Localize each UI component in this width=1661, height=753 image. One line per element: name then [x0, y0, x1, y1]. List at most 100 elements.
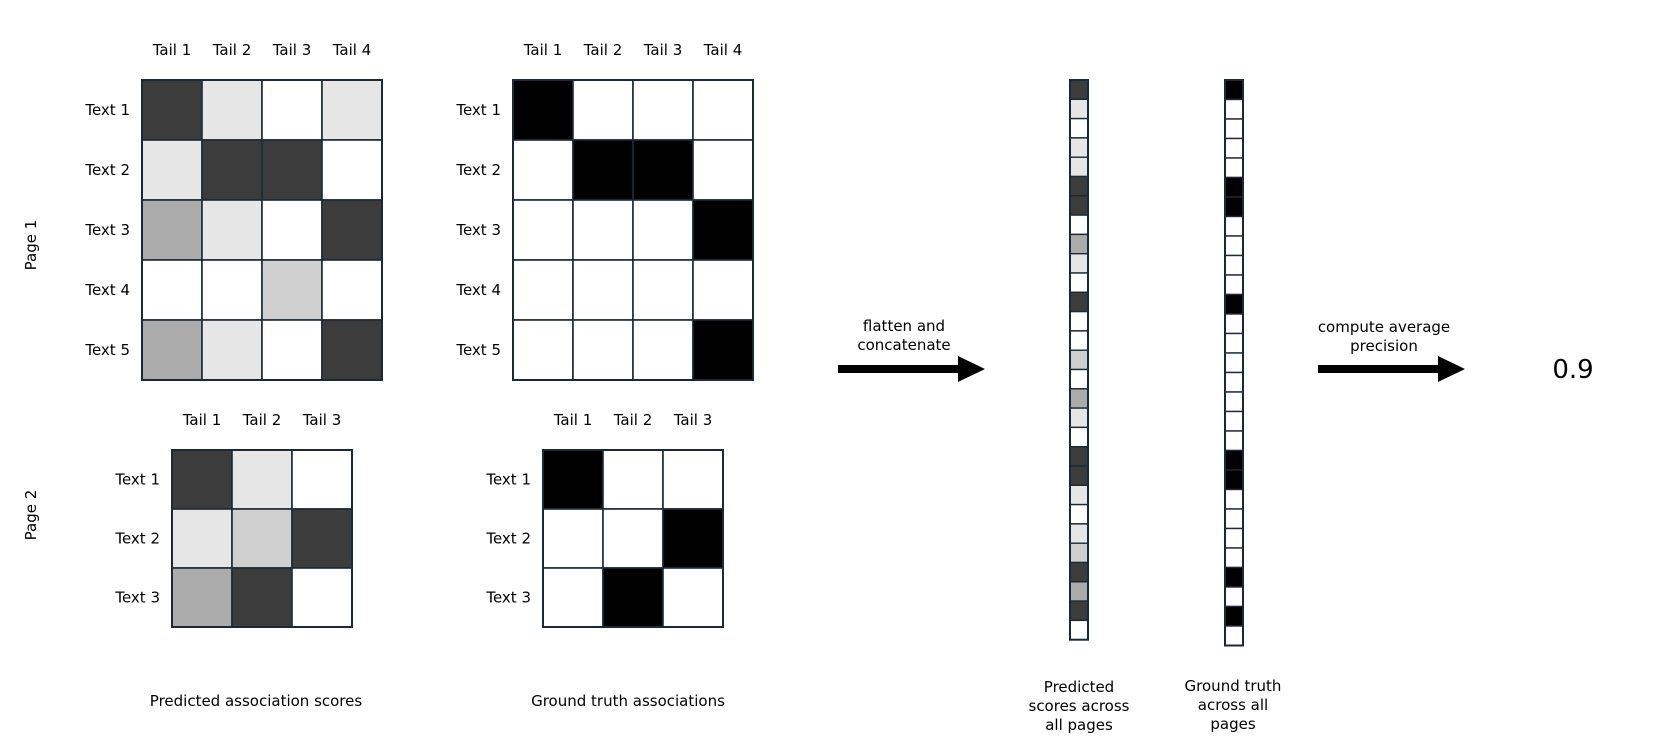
truth-vector-cell [1224, 508, 1244, 530]
flatten-arrow [838, 356, 985, 382]
truth-vector-cell [1224, 137, 1244, 159]
predicted-vector-cell [1069, 330, 1089, 351]
truth-vector-cell [1224, 176, 1244, 198]
predicted-vector-cell [1069, 310, 1089, 332]
predicted-scores-caption: Predicted association scores [150, 692, 363, 710]
p2-score-col-header: Tail 2 [242, 411, 282, 429]
p2-truth-cell [602, 508, 664, 569]
p1-truth-cell [632, 79, 694, 141]
p2-truth-cell [542, 567, 604, 628]
p1-score-cell [321, 79, 383, 141]
p2-truth-cell [602, 449, 664, 510]
predicted-vector-cell [1069, 137, 1089, 158]
p1-score-cell [261, 259, 323, 321]
predicted-vector-cell [1069, 581, 1089, 602]
p2-truth-row-header: Text 3 [485, 589, 531, 607]
truth-vector-cell [1224, 488, 1244, 510]
truth-vector-cell [1224, 391, 1244, 413]
predicted-vector-cell [1069, 542, 1089, 564]
ground-truth-vector [1224, 79, 1244, 647]
p1-score-cell [201, 139, 263, 201]
predicted-vector-cell [1069, 426, 1089, 448]
truth-vector-cell [1224, 566, 1244, 588]
flatten-caption-line-2: concatenate [857, 336, 950, 354]
predicted-vector-cell [1069, 349, 1089, 371]
truth-vector-cell [1224, 430, 1244, 452]
ground-truth-caption: Ground truth associations [531, 692, 725, 710]
predicted-vector-cell [1069, 484, 1089, 506]
p1-truth-cell [572, 319, 634, 381]
p1-truth-row-header: Text 3 [455, 221, 501, 239]
truth-vector-cell [1224, 293, 1244, 315]
predicted-vector-caption-line-1: Predicted [1044, 678, 1114, 696]
predicted-vector-caption-line-2: scores across [1029, 697, 1130, 715]
p1-truth-cell [572, 79, 634, 141]
p1-score-col-header: Tail 4 [332, 41, 372, 59]
p1-score-row-header: Text 1 [84, 101, 130, 119]
p2-truth-border [542, 449, 724, 628]
p2-truth-cell [662, 449, 724, 510]
truth-vector-cell [1224, 118, 1244, 140]
p2-truth-col-header: Tail 3 [673, 411, 713, 429]
truth-vector-cell [1224, 469, 1244, 491]
truth-vector-cell [1224, 449, 1244, 471]
p1-truth-row-header: Text 5 [455, 341, 501, 359]
p1-truth-cell [512, 319, 574, 381]
p1-score-cell [261, 199, 323, 261]
truth-vector-caption-line-1: Ground truth [1185, 677, 1282, 695]
p2-score-col-header: Tail 3 [302, 411, 342, 429]
p1-truth-cell [512, 199, 574, 261]
p1-score-col-header: Tail 1 [152, 41, 192, 59]
p1-score-row-header: Text 4 [84, 281, 130, 299]
predicted-vector-cell [1069, 233, 1089, 255]
p2-truth-col-header: Tail 2 [613, 411, 653, 429]
p2-score-row-header: Text 1 [114, 471, 160, 489]
p1-truth-cell [572, 139, 634, 201]
p1-score-cell [141, 319, 203, 381]
predicted-vector-border [1069, 79, 1089, 641]
p1-truth-cell [572, 259, 634, 321]
p1-score-cell [141, 259, 203, 321]
p1-score-cell [321, 139, 383, 201]
p1-truth-col-header: Tail 1 [523, 41, 563, 59]
predicted-vector-cell [1069, 214, 1089, 236]
p1-score-cell [321, 199, 383, 261]
p1-score-row-header: Text 5 [84, 341, 130, 359]
truth-vector-cell [1224, 527, 1244, 549]
p1-score-row-header: Text 2 [84, 161, 130, 179]
p1-score-col-header: Tail 3 [272, 41, 312, 59]
p1-score-border [141, 79, 383, 381]
p1-truth-cell [512, 79, 574, 141]
truth-vector-cell [1224, 547, 1244, 569]
p2-score-col-header: Tail 1 [182, 411, 222, 429]
p2-truth-cell [662, 508, 724, 569]
p1-score-cell [201, 79, 263, 141]
truth-vector-cell [1224, 79, 1244, 101]
p1-truth-cell [692, 79, 754, 141]
p1-truth-border [512, 79, 754, 381]
p1-score-cell [201, 199, 263, 261]
p1-truth-cell [692, 199, 754, 261]
predicted-vector-caption-line-3: all pages [1045, 716, 1113, 734]
p2-score-row-header: Text 2 [114, 530, 160, 548]
p1-truth-row-header: Text 1 [455, 101, 501, 119]
p2-score-cell [291, 449, 353, 510]
predicted-vector-cell [1069, 291, 1089, 313]
truth-vector-cell [1224, 332, 1244, 354]
p2-score-cell [231, 449, 293, 510]
p1-score-cell [261, 139, 323, 201]
predicted-vector-cell [1069, 503, 1089, 525]
predicted-vector-cell [1069, 175, 1089, 197]
p1-truth-cell [572, 199, 634, 261]
predicted-vector-cell [1069, 388, 1089, 409]
compute-caption-line-1: compute average [1318, 318, 1450, 336]
truth-vector-cell [1224, 98, 1244, 120]
predicted-vector-cell [1069, 465, 1089, 486]
predicted-vector-cell [1069, 252, 1089, 274]
truth-vector-cell [1224, 274, 1244, 296]
p1-score-cell [261, 319, 323, 381]
p1-truth-row-header: Text 4 [455, 281, 501, 299]
